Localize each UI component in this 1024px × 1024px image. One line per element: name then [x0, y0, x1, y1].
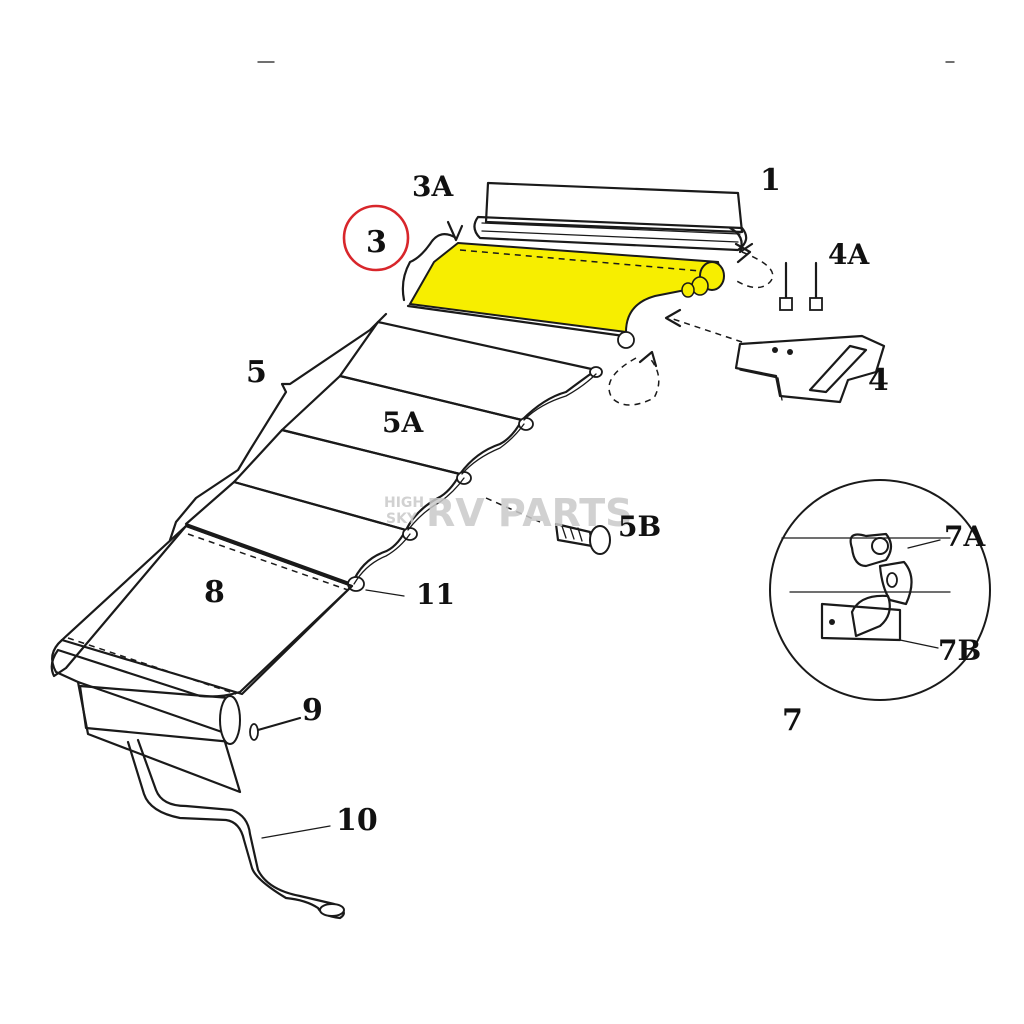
watermark-brand: RV PARTS [426, 491, 633, 535]
roller-assembly [76, 680, 242, 794]
pull-handle-loop [319, 903, 345, 917]
arrow-head-rail [734, 242, 752, 264]
leader-11 [365, 589, 405, 597]
label-5b: 5B [618, 510, 661, 543]
arrow-head-bracket [664, 308, 682, 328]
part-5a-slats [184, 320, 603, 592]
label-7b: 7B [938, 634, 981, 667]
leader-10 [261, 825, 331, 839]
part-9-end-screw [249, 716, 302, 741]
part-5b-screw [485, 497, 611, 555]
motion-arrow-slat [608, 355, 660, 406]
label-5: 5 [246, 355, 267, 390]
part-4-bracket [734, 334, 886, 404]
arrow-head-slat [638, 350, 658, 368]
label-5a: 5A [382, 406, 424, 439]
watermark-small-top: HIGH [384, 495, 424, 511]
part-3a-pin [401, 220, 464, 302]
motion-arrow-bracket [669, 317, 743, 343]
part-1-rail [473, 181, 754, 254]
label-7: 7 [782, 703, 803, 738]
watermark: HIGH SKY RV PARTS [384, 491, 633, 535]
part-8-fabric [50, 524, 354, 698]
part-3-head-slat [406, 241, 725, 349]
part-5-cable [168, 312, 388, 542]
motion-arrow-rail [734, 251, 774, 289]
label-4a: 4A [828, 238, 870, 271]
part-7-detail [769, 479, 991, 701]
part-4a-screws [779, 261, 823, 311]
label-3a: 3A [412, 170, 454, 203]
label-7a: 7A [944, 520, 986, 553]
part-3-highlight [408, 241, 721, 334]
callout-circle-3 [342, 204, 410, 272]
label-10: 10 [336, 803, 378, 838]
watermark-small-bottom: SKY [386, 511, 418, 527]
label-11: 11 [416, 578, 455, 611]
label-9: 9 [302, 693, 323, 728]
label-3: 3 [366, 225, 387, 260]
label-1: 1 [760, 163, 781, 198]
label-8: 8 [204, 575, 225, 610]
label-4: 4 [868, 363, 889, 398]
